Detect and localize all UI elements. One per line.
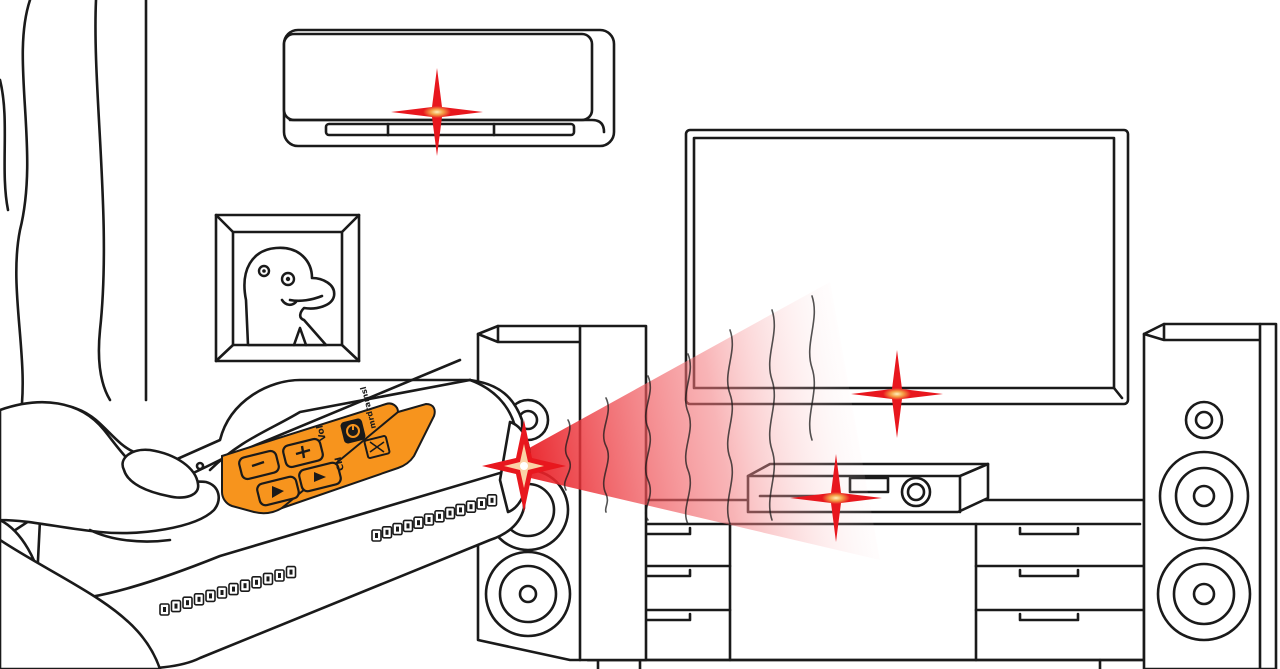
mute-icon[interactable] <box>363 435 391 459</box>
gpio-pin-hole <box>232 586 235 592</box>
gpio-pin-hole <box>174 603 178 609</box>
gpio-pin-hole <box>186 600 189 606</box>
gpio-pins-left <box>159 565 297 616</box>
gpio-pin-hole <box>427 517 431 522</box>
gpio-pin-hole <box>438 513 441 519</box>
window-curtain <box>0 0 148 422</box>
vol-label: Vol <box>315 424 329 442</box>
gpio-pin-hole <box>480 501 483 506</box>
power-icon[interactable] <box>340 418 367 445</box>
gpio-pin-hole <box>278 573 281 578</box>
right-speaker <box>1142 322 1278 669</box>
infrared-beam <box>522 282 880 560</box>
gpio-pin-hole <box>375 533 378 538</box>
gpio-pins-right <box>371 493 498 542</box>
gpio-pin-hole <box>490 497 494 503</box>
gpio-pin-hole <box>469 504 473 510</box>
tv-cabinet <box>586 498 1146 669</box>
gpio-pin-hole <box>289 569 293 575</box>
gpio-pin-hole <box>209 593 212 599</box>
gpio-pin-hole <box>396 526 399 532</box>
gpio-pin-hole <box>197 596 201 602</box>
gpio-pin-hole <box>255 579 258 585</box>
framed-duck-picture <box>214 213 361 363</box>
gpio-pin-hole <box>266 576 270 582</box>
gpio-pin-hole <box>448 510 452 516</box>
gpio-pin-hole <box>459 507 462 513</box>
gpio-pin-hole <box>220 590 224 595</box>
air-conditioner <box>282 28 616 148</box>
ch-label: CH <box>334 456 347 472</box>
gpio-pin-hole <box>406 523 410 529</box>
minus-icon[interactable] <box>238 449 280 481</box>
remote-buttons: Vol CH mrdramsl <box>238 385 391 507</box>
hand-holding-remote: Vol CH mrdramsl <box>0 358 532 669</box>
gpio-pin-hole <box>417 520 420 526</box>
gpio-pin-hole <box>243 583 247 589</box>
gpio-pin-hole <box>385 529 389 535</box>
gpio-pin-hole <box>163 607 166 612</box>
